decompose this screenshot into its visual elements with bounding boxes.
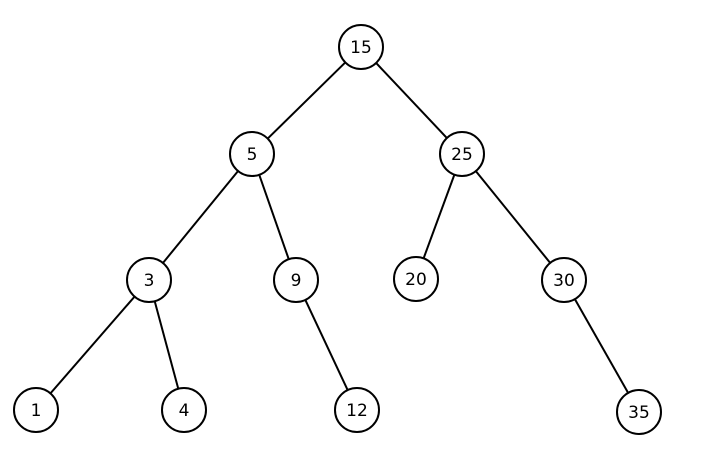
- node-label: 1: [31, 401, 42, 421]
- tree-node-35: 35: [616, 389, 662, 435]
- tree-edges: [49, 61, 630, 395]
- edge-15-5: [266, 61, 347, 140]
- node-label: 3: [144, 271, 155, 291]
- node-circle: [126, 257, 172, 303]
- edge-3-4: [153, 300, 180, 390]
- tree-node-5: 5: [229, 131, 275, 177]
- node-circle: [393, 256, 439, 302]
- node-label: 30: [553, 271, 575, 291]
- node-label: 9: [291, 271, 302, 291]
- node-label: 20: [405, 270, 427, 290]
- edge-25-30: [475, 170, 551, 264]
- node-label: 4: [179, 401, 190, 421]
- edge-9-12: [304, 299, 349, 391]
- node-circle: [541, 257, 587, 303]
- edge-3-1: [49, 295, 136, 395]
- node-circle: [334, 387, 380, 433]
- node-label: 15: [350, 38, 372, 58]
- tree-node-20: 20: [393, 256, 439, 302]
- node-circle: [161, 387, 207, 433]
- edge-30-35: [573, 298, 630, 394]
- tree-node-15: 15: [338, 24, 384, 70]
- edge-25-20: [422, 174, 456, 259]
- edge-5-3: [162, 170, 239, 264]
- tree-node-1: 1: [13, 387, 59, 433]
- node-label: 25: [451, 145, 473, 165]
- edge-15-25: [375, 62, 448, 139]
- tree-node-3: 3: [126, 257, 172, 303]
- tree-node-4: 4: [161, 387, 207, 433]
- node-circle: [273, 257, 319, 303]
- node-circle: [13, 387, 59, 433]
- node-label: 35: [628, 403, 650, 423]
- node-circle: [229, 131, 275, 177]
- node-label: 5: [247, 145, 258, 165]
- tree-node-9: 9: [273, 257, 319, 303]
- node-label: 12: [346, 401, 368, 421]
- tree-node-12: 12: [334, 387, 380, 433]
- node-circle: [338, 24, 384, 70]
- tree-nodes: 15 5 25 3 9 20 30 1: [13, 24, 662, 435]
- node-circle: [616, 389, 662, 435]
- tree-node-30: 30: [541, 257, 587, 303]
- edge-5-9: [258, 174, 290, 260]
- tree-node-25: 25: [439, 131, 485, 177]
- node-circle: [439, 131, 485, 177]
